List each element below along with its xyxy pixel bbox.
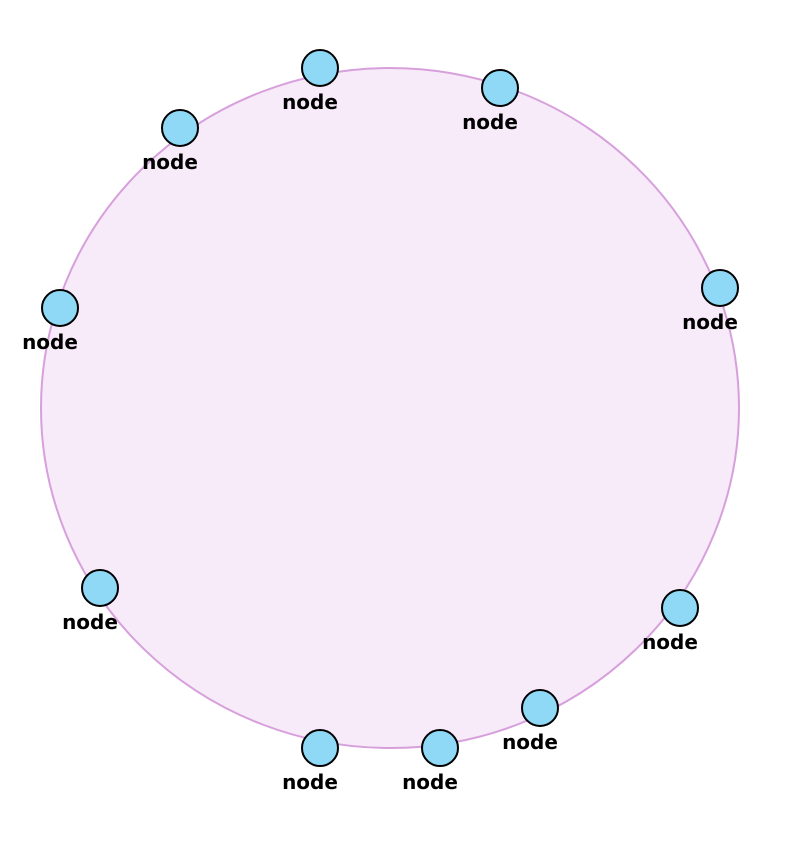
node-circle[interactable] bbox=[301, 729, 339, 767]
node-label: node bbox=[22, 330, 78, 354]
node-group[interactable]: node bbox=[282, 729, 339, 794]
node-circle[interactable] bbox=[161, 109, 199, 147]
node-circle[interactable] bbox=[81, 569, 119, 607]
node-circle[interactable] bbox=[521, 689, 559, 727]
node-label: node bbox=[282, 90, 338, 114]
node-group[interactable]: node bbox=[642, 589, 699, 654]
node-label: node bbox=[502, 730, 558, 754]
node-group[interactable]: node bbox=[462, 69, 519, 134]
node-label: node bbox=[682, 310, 738, 334]
node-label: node bbox=[462, 110, 518, 134]
node-circle[interactable] bbox=[661, 589, 699, 627]
node-label: node bbox=[402, 770, 458, 794]
node-label: node bbox=[282, 770, 338, 794]
node-group[interactable]: node bbox=[682, 269, 739, 334]
node-label: node bbox=[62, 610, 118, 634]
node-circle[interactable] bbox=[301, 49, 339, 87]
node-group[interactable]: node bbox=[62, 569, 119, 634]
node-group[interactable]: node bbox=[142, 109, 199, 174]
node-group[interactable]: node bbox=[502, 689, 559, 754]
node-circle[interactable] bbox=[701, 269, 739, 307]
ring-circle bbox=[40, 67, 740, 749]
node-label: node bbox=[642, 630, 698, 654]
node-label: node bbox=[142, 150, 198, 174]
node-circle[interactable] bbox=[41, 289, 79, 327]
node-group[interactable]: node bbox=[282, 49, 339, 114]
node-group[interactable]: node bbox=[22, 289, 79, 354]
node-circle[interactable] bbox=[481, 69, 519, 107]
node-group[interactable]: node bbox=[402, 729, 459, 794]
node-circle[interactable] bbox=[421, 729, 459, 767]
